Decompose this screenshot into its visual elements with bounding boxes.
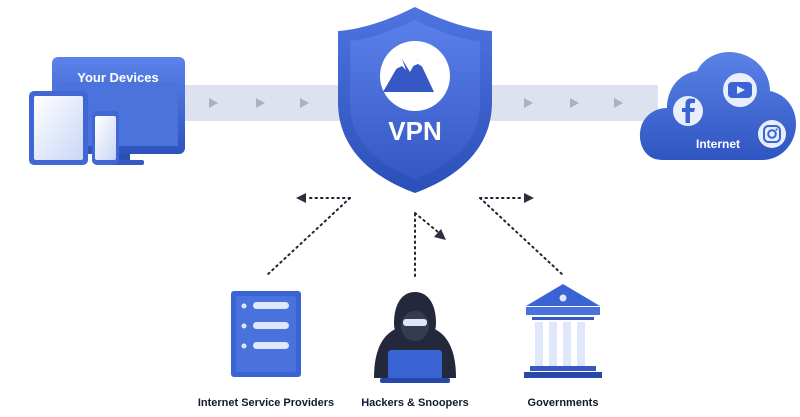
internet-label: Internet bbox=[696, 137, 740, 151]
governments-label: Governments bbox=[527, 397, 599, 409]
instagram-icon bbox=[758, 120, 786, 148]
hacker-icon bbox=[374, 292, 456, 383]
arrow-right-icon bbox=[524, 193, 534, 203]
isp-label: Internet Service Providers bbox=[197, 397, 335, 409]
track-arrow-icon bbox=[524, 98, 533, 108]
government-building-icon bbox=[524, 284, 602, 378]
vpn-internet-track bbox=[478, 85, 658, 121]
shield-mountain-icon bbox=[338, 7, 492, 193]
devices-label: Your Devices bbox=[77, 70, 158, 85]
track-arrow-icon bbox=[570, 98, 579, 108]
track-arrow-icon bbox=[300, 98, 309, 108]
gov-dotted-line bbox=[479, 197, 565, 277]
isp-dotted-line bbox=[265, 197, 351, 277]
youtube-icon bbox=[723, 73, 757, 107]
track-arrow-icon bbox=[256, 98, 265, 108]
track-arrow-icon bbox=[209, 98, 218, 108]
track-arrow-icon bbox=[614, 98, 623, 108]
devices-icon bbox=[29, 57, 185, 165]
server-icon bbox=[231, 291, 301, 377]
arrow-down-right-icon bbox=[434, 229, 446, 240]
internet-cloud-icon bbox=[639, 51, 796, 161]
hackers-label: Hackers & Snoopers bbox=[361, 397, 469, 409]
facebook-icon bbox=[673, 96, 703, 126]
hacker-dotted-arrow-line bbox=[414, 212, 439, 233]
arrow-left-icon bbox=[296, 193, 306, 203]
vpn-label: VPN bbox=[388, 116, 441, 146]
